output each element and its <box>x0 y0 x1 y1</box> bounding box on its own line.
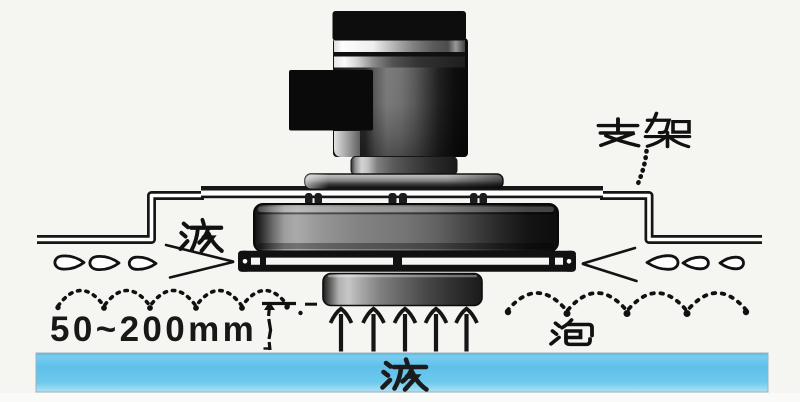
svg-text:50~200mm: 50~200mm <box>50 310 257 349</box>
